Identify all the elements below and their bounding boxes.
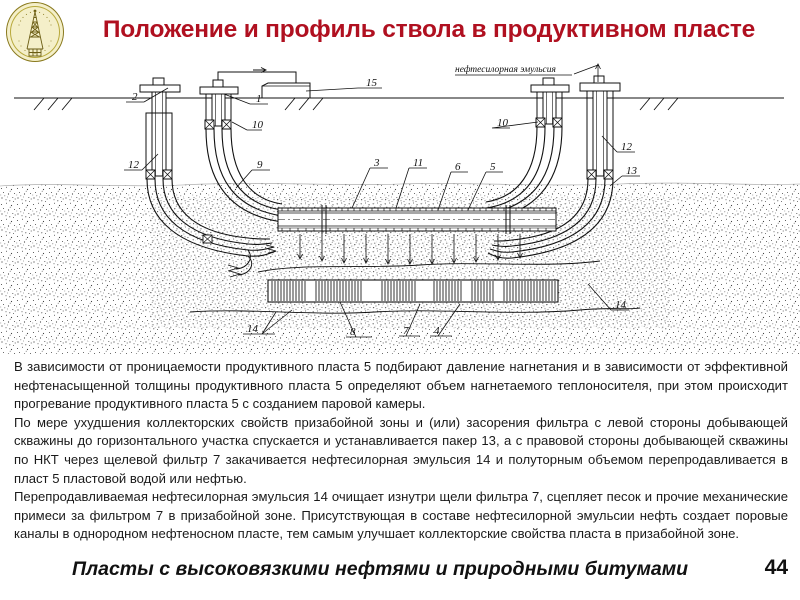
wellbore-trajectories [146, 126, 614, 259]
horizontal-liner-section [277, 207, 557, 232]
paragraph-3: Перепродавливаемая нефтесилорная эмульси… [14, 489, 788, 542]
well-profile-diagram: 2 1 15 10 10 12 9 3 11 6 5 12 13 14 14 8… [0, 58, 800, 354]
callout-13: 13 [626, 165, 638, 177]
callout-4: 4 [434, 325, 440, 337]
slotted-filter [267, 279, 559, 303]
diagram-svg: 2 1 15 10 10 12 9 3 11 6 5 12 13 14 14 8… [0, 63, 800, 354]
callout-11: 11 [413, 157, 423, 169]
flow-arrows [297, 234, 523, 265]
emulsion-caption: нефтесилорная эмульсия [455, 64, 556, 75]
emulsion-flow-left [227, 249, 253, 278]
callout-10-left: 10 [252, 119, 264, 131]
paragraph-2: По мере ухудшения коллекторских свойств … [14, 414, 788, 486]
callout-14-bottom: 14 [247, 323, 259, 335]
callout-6: 6 [455, 161, 461, 173]
ground-hatching [33, 97, 679, 111]
packer-marker [202, 234, 213, 244]
logo-ring [10, 6, 60, 58]
callout-1: 1 [256, 93, 262, 105]
callout-10-right: 10 [497, 117, 509, 129]
page-title: Положение и профиль ствола в продуктивно… [102, 16, 756, 43]
callout-3: 3 [373, 157, 380, 169]
callout-8: 8 [350, 326, 356, 338]
emulsion-caption-group: нефтесилорная эмульсия [455, 63, 601, 82]
paragraph-1: В зависимости от проницаемости продуктив… [14, 359, 788, 412]
liner-perforations [281, 205, 553, 234]
slide-header: Положение и профиль ствола в продуктивно… [0, 0, 800, 62]
callout-7: 7 [403, 325, 409, 337]
right-wellheads [530, 75, 621, 180]
body-text-block: В зависимости от проницаемости продуктив… [14, 358, 788, 544]
callout-9: 9 [257, 159, 263, 171]
callout-14-right: 14 [615, 299, 627, 311]
surface-piping-and-tank [217, 67, 311, 99]
lower-formation-boundary [189, 307, 641, 314]
derrick-icon [18, 9, 52, 57]
left-wellheads [139, 77, 239, 180]
callout-5: 5 [490, 161, 496, 173]
callout-2: 2 [132, 91, 138, 103]
callout-15: 15 [366, 77, 378, 89]
steam-chamber-boundary [257, 260, 601, 273]
callout-leaders [124, 87, 640, 338]
page-number: 44 [764, 556, 788, 579]
footer-title: Пласты с высоковязкими нефтями и природн… [71, 558, 689, 580]
oil-derrick-emblem-logo [6, 2, 64, 62]
callout-labels: 2 1 15 10 10 12 9 3 11 6 5 12 13 14 14 8… [128, 77, 638, 338]
callout-12-left: 12 [128, 159, 140, 171]
callout-12-right: 12 [621, 141, 633, 153]
filter-slots [271, 281, 556, 301]
